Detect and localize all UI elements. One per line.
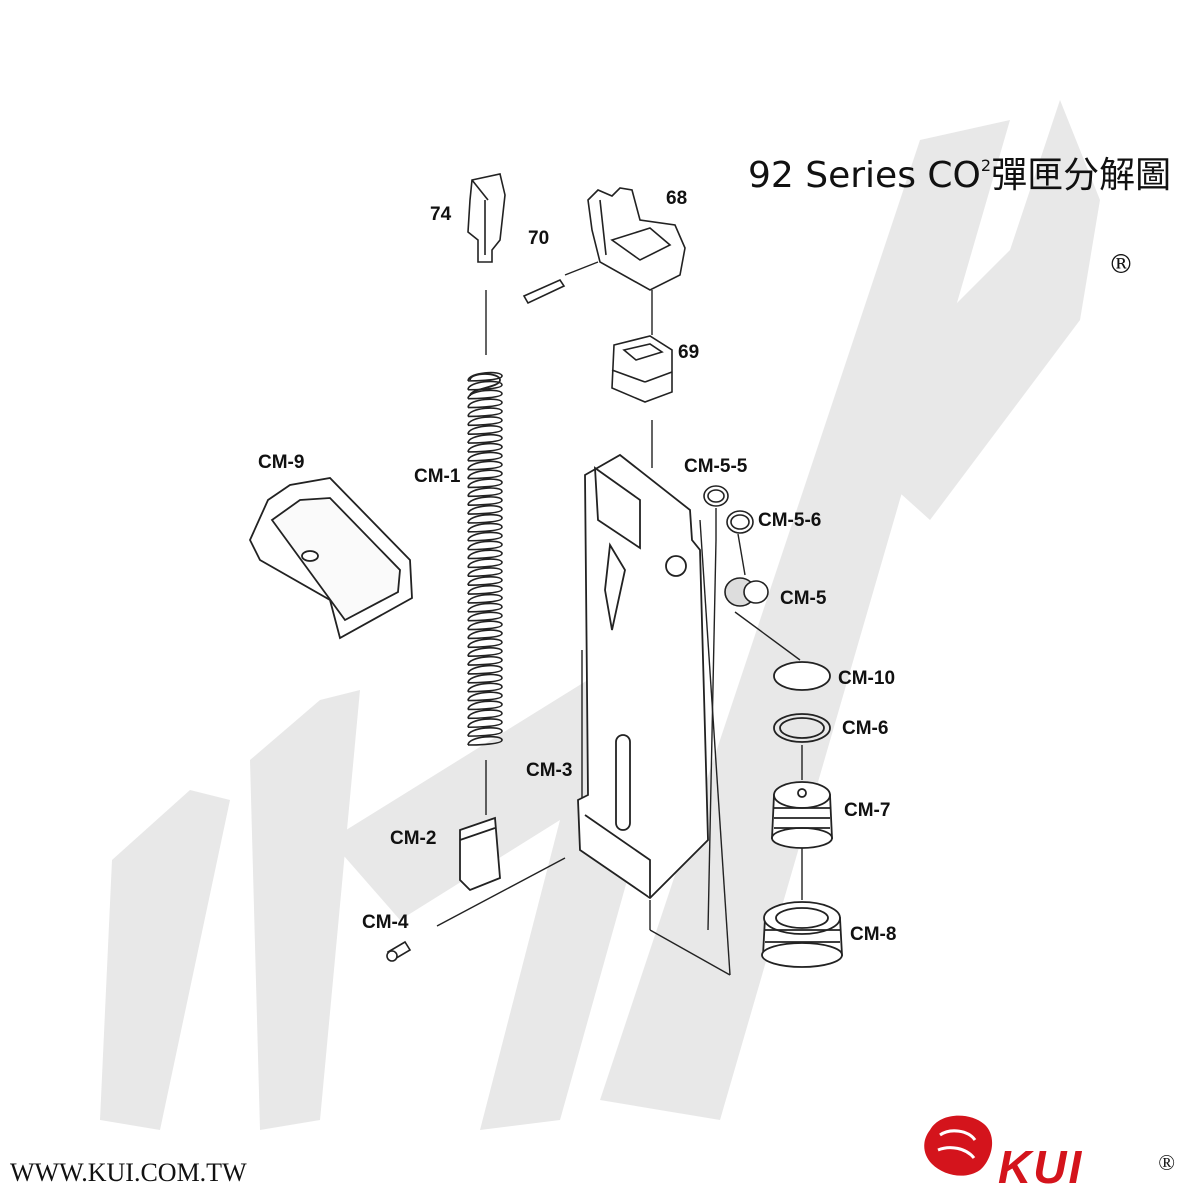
part-cm8-end-plug bbox=[761, 901, 843, 968]
part-cm6-oring bbox=[773, 713, 831, 743]
label-70: 70 bbox=[528, 228, 549, 249]
leader-lines bbox=[436, 261, 803, 976]
label-cm3: CM-3 bbox=[526, 760, 572, 781]
part-cm7-piercing-cap bbox=[771, 781, 833, 849]
part-cm56-oring bbox=[726, 510, 754, 534]
kui-lion-logo bbox=[924, 1115, 993, 1176]
title-superscript: 2 bbox=[980, 156, 992, 175]
label-cm8: CM-8 bbox=[850, 924, 896, 945]
label-cm56: CM-5-6 bbox=[758, 510, 821, 531]
brand-registered-mark: ® bbox=[1158, 1150, 1175, 1175]
label-69: 69 bbox=[678, 342, 699, 363]
title-suffix: 彈匣分解圖 bbox=[991, 155, 1172, 196]
title-main: 92 Series CO bbox=[748, 155, 981, 196]
label-cm9: CM-9 bbox=[258, 452, 304, 473]
label-74: 74 bbox=[430, 204, 452, 225]
label-cm10: CM-10 bbox=[838, 668, 895, 689]
part-69-seal-block bbox=[611, 335, 673, 403]
part-cm55-oring bbox=[703, 485, 729, 507]
label-cm1: CM-1 bbox=[414, 466, 461, 487]
registered-mark: ® bbox=[1108, 250, 1134, 280]
brand-wordmark: KUI bbox=[998, 1141, 1084, 1193]
label-68: 68 bbox=[666, 188, 687, 209]
page-title: 92 Series CO2彈匣分解圖 bbox=[748, 146, 1171, 198]
label-cm2: CM-2 bbox=[390, 828, 436, 849]
spring-coils bbox=[467, 371, 503, 746]
part-68-valve-block bbox=[587, 187, 686, 291]
part-cm4-screw bbox=[386, 940, 412, 962]
label-cm5: CM-5 bbox=[780, 588, 827, 609]
spring-coil-path bbox=[467, 371, 503, 746]
label-cm7: CM-7 bbox=[844, 800, 890, 821]
label-cm55: CM-5-5 bbox=[684, 456, 748, 477]
website-url: WWW.KUI.COM.TW bbox=[10, 1158, 247, 1187]
part-cm9-base-plate bbox=[249, 477, 413, 640]
part-cm3-magazine-body bbox=[577, 453, 709, 900]
label-cm6: CM-6 bbox=[842, 718, 888, 739]
part-cm2-follower bbox=[459, 816, 501, 892]
kui-watermark bbox=[100, 100, 1100, 1130]
part-cm5-valve bbox=[724, 577, 769, 607]
part-labels: 74 68 70 69 CM-9 CM-1 CM-5-5 CM-5-6 CM-5… bbox=[258, 188, 896, 945]
part-70-pin bbox=[522, 278, 566, 305]
label-cm4: CM-4 bbox=[362, 912, 409, 933]
part-cm10-seal bbox=[773, 661, 831, 691]
part-74-follower-lip bbox=[467, 173, 506, 263]
